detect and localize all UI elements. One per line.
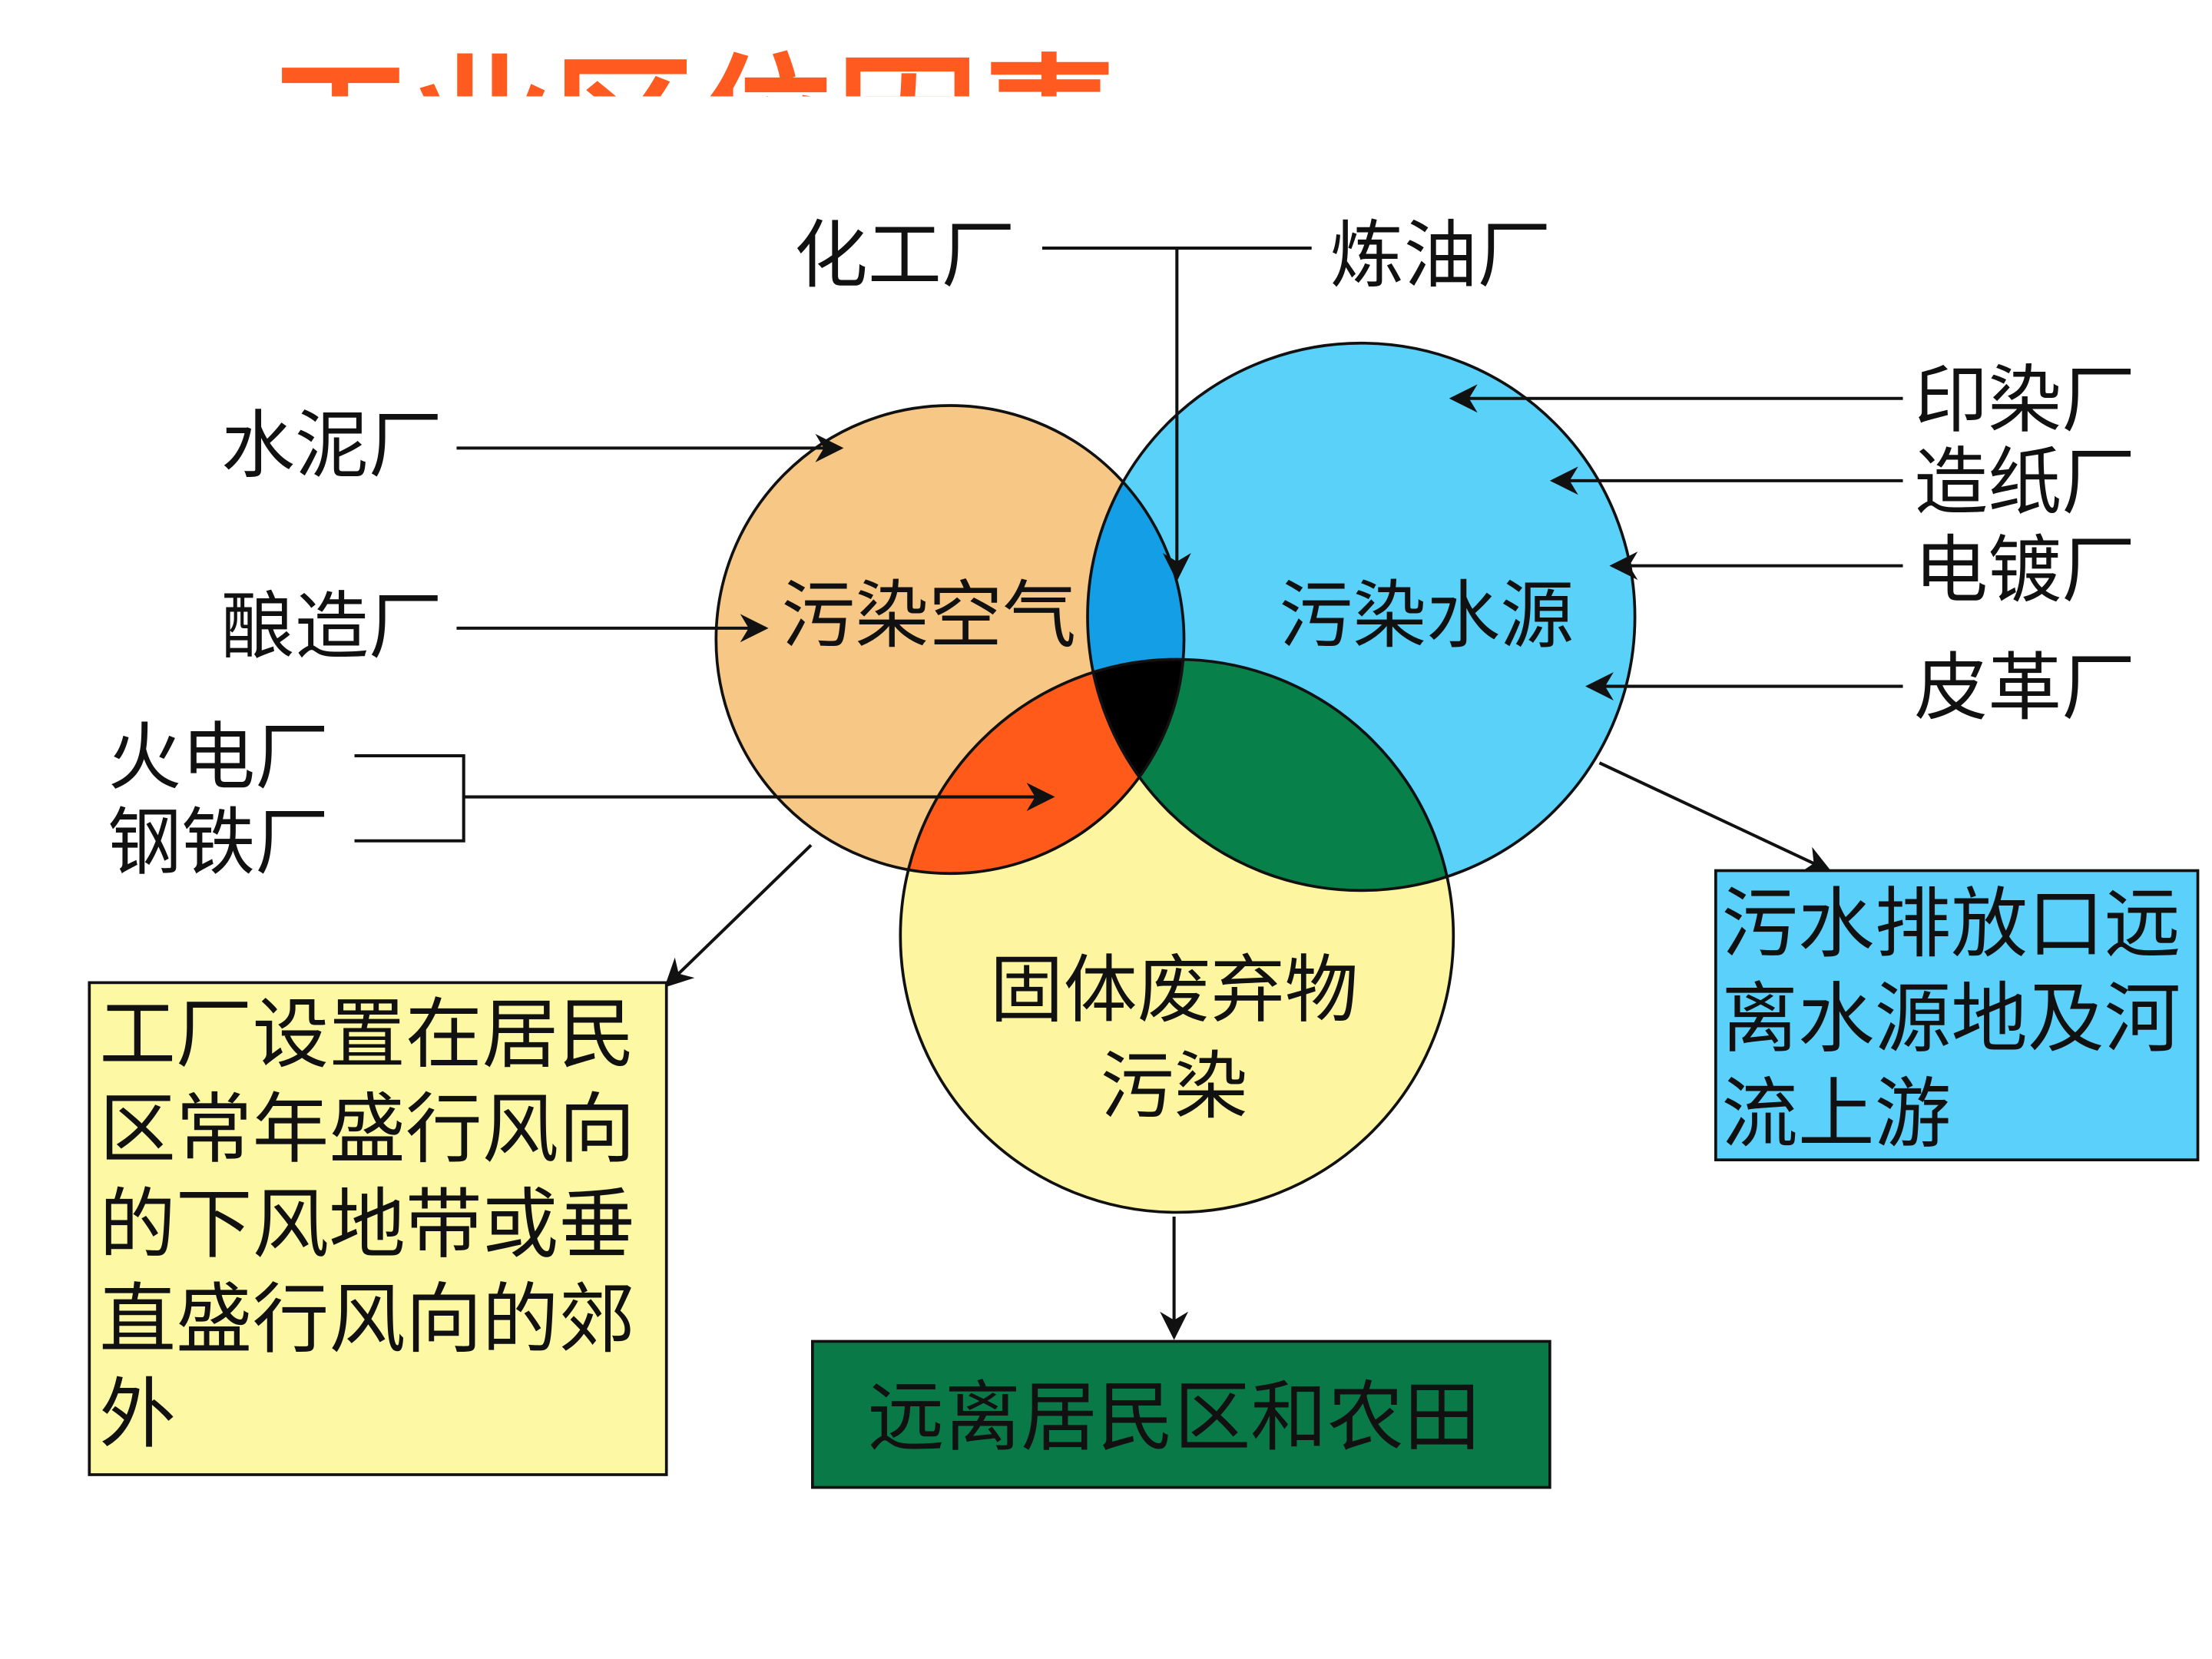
factory-leather: 皮革厂 <box>1914 645 2135 731</box>
air-advice-line-4: 直盛行风向的郊 <box>99 1274 635 1364</box>
factory-power: 火电厂 <box>108 714 329 800</box>
air-advice-box <box>88 981 668 1476</box>
water-circle-outline <box>1086 341 1637 892</box>
air-circle-outline <box>714 404 1186 876</box>
water-to-box-arrow <box>1598 761 1832 873</box>
solid-waste-label-line2: 污染 <box>1101 1043 1248 1129</box>
factory-brewery: 酿造厂 <box>221 584 442 670</box>
water-advice-line-3: 流上游 <box>1721 1068 1951 1158</box>
factory-refinery: 炼油厂 <box>1330 213 1551 299</box>
air-pollution-label: 污染空气 <box>781 572 1076 658</box>
solid-advice-line-1: 远离居民区和农田 <box>868 1372 1481 1462</box>
power-steel-bracket <box>354 753 465 843</box>
factory-plating: 电镀厂 <box>1914 527 2135 613</box>
solid-advice-box <box>811 1339 1551 1489</box>
air-advice-line-2: 区常年盛行风向 <box>99 1084 635 1174</box>
factory-steel: 钢铁厂 <box>108 800 329 886</box>
air-to-box-arrow <box>664 843 813 988</box>
factory-paper: 造纸厂 <box>1914 439 2135 525</box>
air-advice-line-5: 外 <box>99 1369 176 1459</box>
factory-chemical: 化工厂 <box>794 213 1015 299</box>
water-solid-overlap <box>1088 659 1454 891</box>
water-pollution-label: 污染水源 <box>1279 572 1574 658</box>
water-advice-box <box>1714 869 2200 1161</box>
factory-cement: 水泥厂 <box>221 402 442 488</box>
factory-dyeing: 印染厂 <box>1914 357 2135 443</box>
water-advice-line-2: 离水源地及河 <box>1721 974 2181 1064</box>
air-advice-line-1: 工厂设置在居民 <box>99 989 635 1079</box>
solid-circle-outline <box>899 657 1455 1214</box>
slide-title: 工业区位因素 <box>270 41 1121 207</box>
water-advice-line-1: 污水排放口远 <box>1721 879 2181 969</box>
solid-waste-label-line1: 固体废弃物 <box>990 947 1359 1033</box>
air-advice-line-3: 的下风地带或垂 <box>99 1179 635 1269</box>
